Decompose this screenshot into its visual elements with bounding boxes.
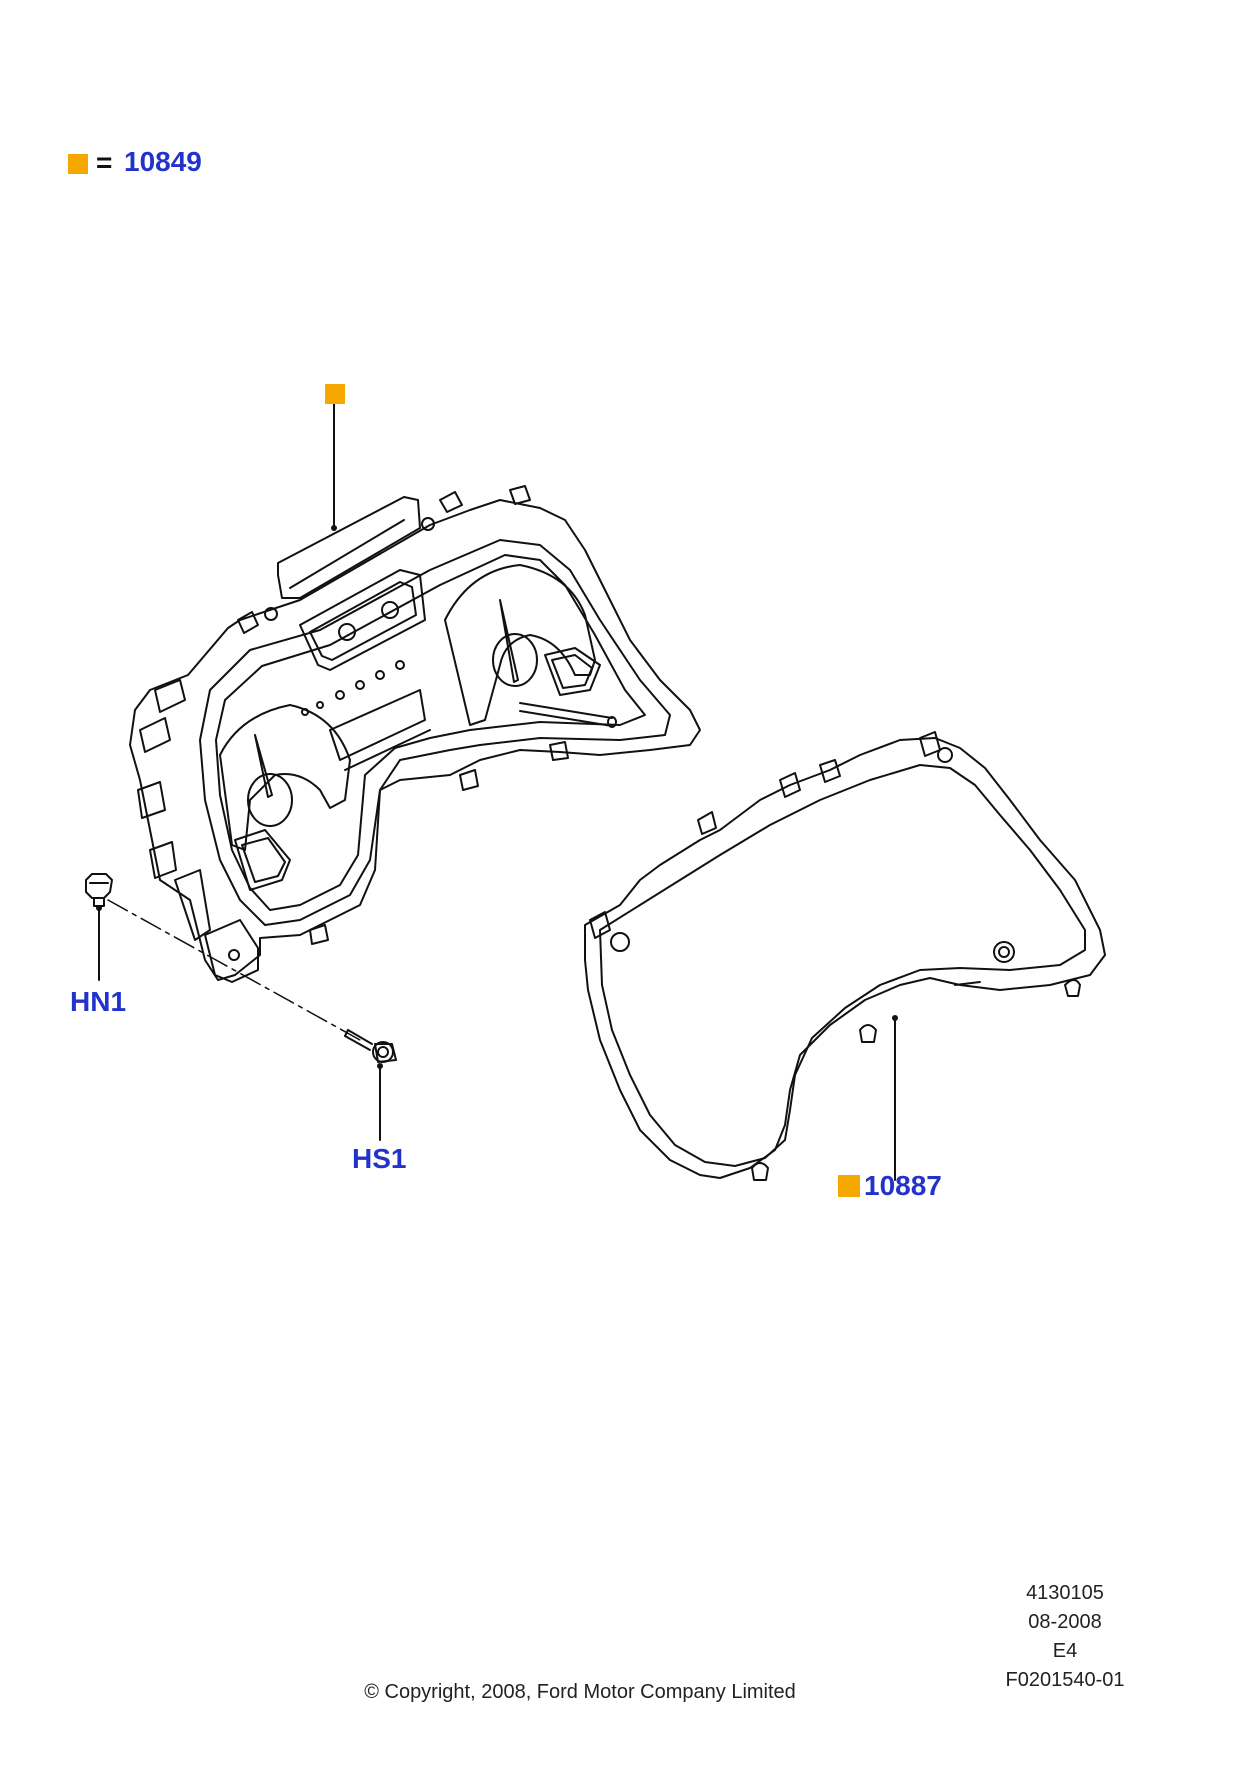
assembly-line	[107, 899, 361, 1041]
callout-hs1: HS1	[352, 1143, 407, 1174]
edition-code: E4	[1052, 1640, 1078, 1662]
legend-swatch	[68, 154, 88, 174]
callout-swatch-10849	[325, 384, 345, 404]
hs1-screw	[344, 1029, 397, 1063]
date-code: 08-2008	[1028, 1611, 1102, 1633]
callout-10887: 10887	[864, 1170, 942, 1201]
callout-swatch-10887	[838, 1175, 860, 1197]
figure-id: F0201540-01	[1005, 1669, 1125, 1691]
instrument-cluster	[129, 485, 701, 983]
callout-hn1: HN1	[70, 986, 127, 1017]
legend-part-number: 10849	[124, 146, 202, 177]
ref-number: 4130105	[1026, 1582, 1104, 1604]
hn1-nut	[85, 873, 113, 907]
legend-equals: =	[96, 147, 113, 178]
copyright-notice: © Copyright, 2008, Ford Motor Company Li…	[364, 1681, 796, 1703]
cluster-lens	[584, 731, 1106, 1181]
